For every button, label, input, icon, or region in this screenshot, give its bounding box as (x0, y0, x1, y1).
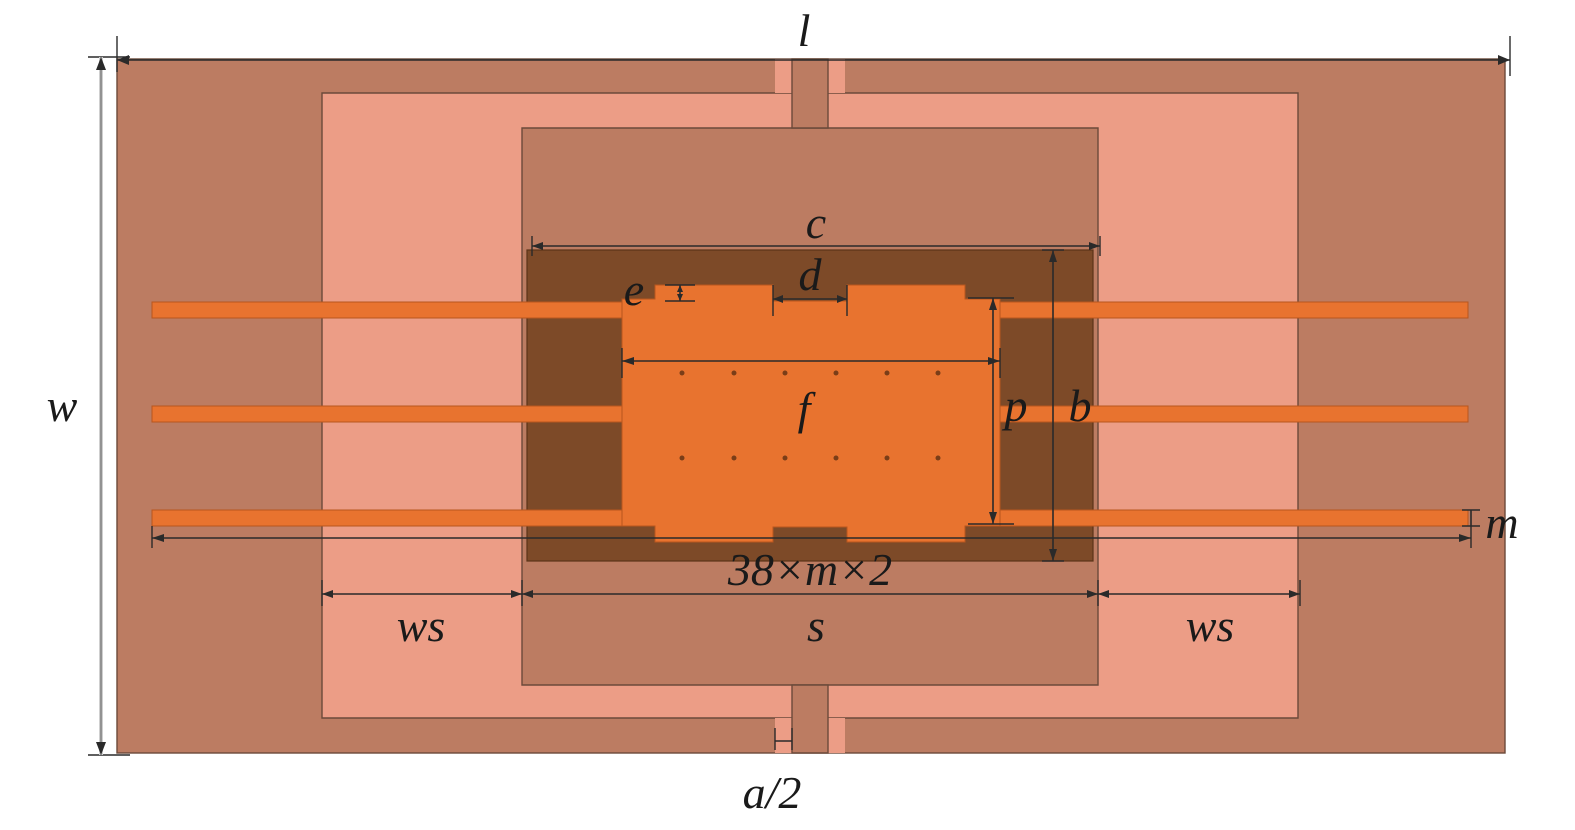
dimension-ws-s-ws (321, 580, 1301, 606)
bottom-gap-inner (791, 684, 829, 754)
dimension-e (665, 284, 695, 302)
strip-left-middle (151, 405, 623, 423)
label-b: b (1069, 380, 1092, 431)
via-row-top (679, 370, 941, 376)
label-strip-length: 38×m×2 (727, 544, 892, 595)
dimension-f (621, 348, 1001, 378)
label-a-half: a/2 (743, 767, 802, 818)
strip-left-top (151, 301, 623, 319)
label-ws-right: ws (1186, 600, 1235, 651)
strip-right-bottom (999, 509, 1469, 527)
dimension-w (88, 56, 130, 756)
strip-right-top (999, 301, 1469, 319)
dimension-strip-length (151, 526, 1472, 548)
strip-left-bottom (151, 509, 623, 527)
dimension-c (531, 236, 1101, 256)
central-patch (621, 284, 1001, 543)
label-p: p (1002, 380, 1028, 431)
dimension-d (772, 285, 848, 316)
dimension-l (116, 36, 1511, 76)
label-e: e (624, 264, 644, 315)
label-l: l (798, 5, 811, 56)
label-d: d (799, 249, 823, 300)
dimension-p (968, 297, 1014, 525)
top-gap-inner (791, 58, 829, 129)
via-row-bottom (679, 455, 941, 461)
dimension-b (1042, 249, 1064, 562)
label-s: s (807, 600, 825, 651)
label-ws-left: ws (397, 600, 446, 651)
label-m: m (1485, 497, 1518, 548)
dimension-a-half (774, 728, 793, 750)
label-w: w (47, 380, 78, 431)
label-c: c (806, 197, 826, 248)
